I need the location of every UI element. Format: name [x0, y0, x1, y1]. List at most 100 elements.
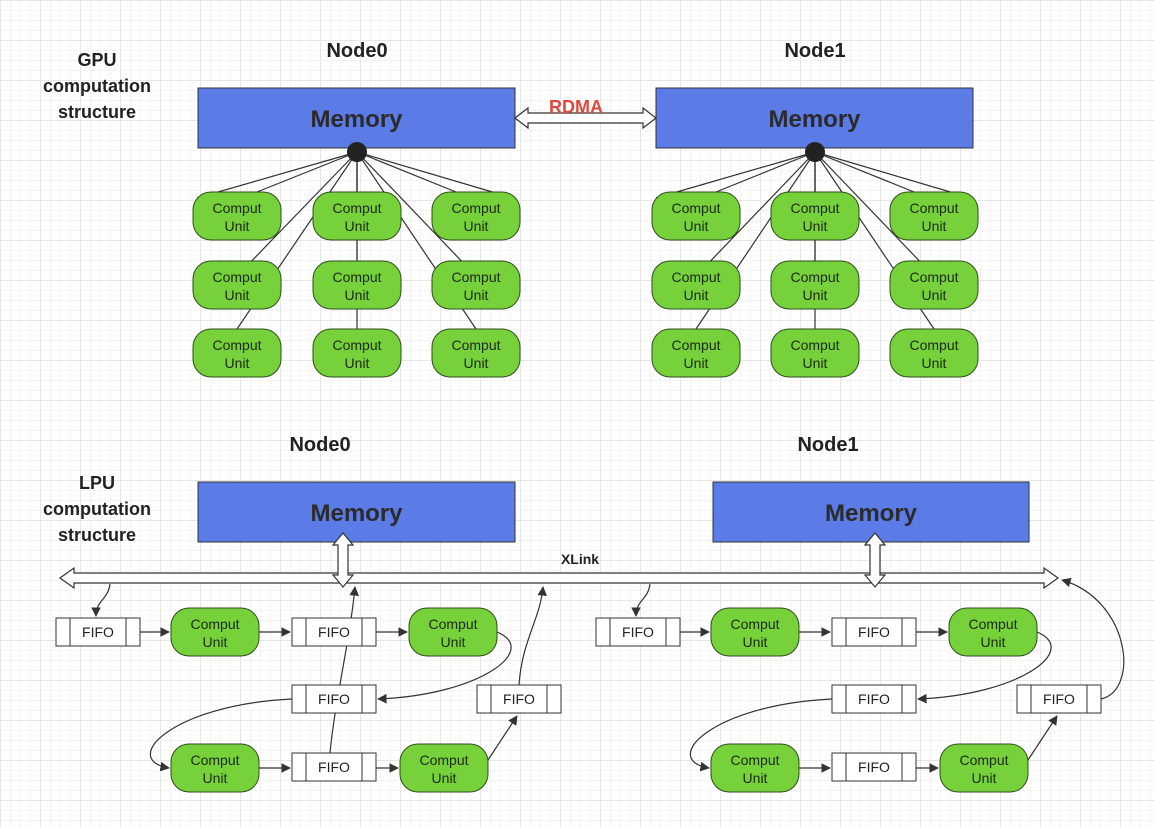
gpu-node1-compute-unit-9-label-line1: Comput: [909, 337, 958, 353]
lpu-node1-compute-unit-1: [710, 607, 800, 657]
gpu-node0-hub-dot: [347, 142, 367, 162]
text-layer: GPUcomputationstructureLPUcomputationstr…: [43, 40, 1075, 786]
gpu-node0-compute-unit-1-label-line2: Unit: [225, 218, 250, 234]
gpu-node1-compute-unit-6-label-line2: Unit: [922, 287, 947, 303]
gpu-node0-compute-unit-9: [431, 328, 521, 378]
gpu-node0-compute-unit-6-label-line1: Comput: [451, 269, 500, 285]
gpu-node1-hub-dot: [805, 142, 825, 162]
gpu-node1-compute-unit-1-label-line2: Unit: [684, 218, 709, 234]
lpu-node0-wire-fifo4-to-bus: [518, 586, 547, 686]
lpu-node0-wire-fifo3-to-cu3: [149, 698, 293, 772]
gpu-node1-compute-unit-3-label-line1: Comput: [909, 200, 958, 216]
gpu-node0-compute-unit-9-label-line1: Comput: [451, 337, 500, 353]
lpu-node1-wire-cu2-to-fifo3: [917, 631, 1052, 704]
gpu-node1-compute-unit-7: [651, 328, 741, 378]
lpu-section-label-2: structure: [58, 525, 136, 545]
lpu-node0-memory-label: Memory: [310, 500, 403, 527]
gpu-section-label-2: structure: [58, 102, 136, 122]
gpu-node1-compute-unit-7-label-line2: Unit: [684, 355, 709, 371]
gpu-node1-memory: [655, 87, 974, 149]
gpu-node0-compute-unit-7: [192, 328, 282, 378]
lpu-node1-fifo-1-label: FIFO: [622, 624, 654, 640]
gpu-node0-compute-unit-4: [192, 260, 282, 310]
lpu-node1-fifo-4-label: FIFO: [1043, 691, 1075, 707]
gpu-node1-compute-unit-2-label-line2: Unit: [803, 218, 828, 234]
lpu-node1-compute-unit-2-label-line1: Comput: [968, 616, 1017, 632]
xlink-bus-arrow: [58, 566, 1060, 590]
lpu-node1-wire-fifo4-to-bus: [1061, 577, 1125, 700]
gpu-node1-compute-unit-4: [651, 260, 741, 310]
gpu-node0-compute-unit-1: [192, 191, 282, 241]
gpu-node0-memory: [197, 87, 516, 149]
gpu-node0-compute-unit-8-label-line2: Unit: [345, 355, 370, 371]
gpu-node0-wire-r0c2: [356, 151, 457, 193]
lpu-node1-memory-label: Memory: [825, 500, 918, 527]
gpu-node0-wire-r1c2: [356, 151, 472, 272]
gpu-node1-wire-r1c0: [700, 151, 816, 272]
gpu-node0-compute-unit-2-label-line2: Unit: [345, 218, 370, 234]
rdma-link-arrow: [514, 106, 657, 130]
gpu-node0-compute-unit-8: [312, 328, 402, 378]
lpu-node0-fifo-5-label: FIFO: [318, 759, 350, 775]
gpu-node0-wire-r1c0: [241, 151, 358, 272]
gpu-node0-wire-right: [356, 151, 507, 197]
gpu-node1-compute-unit-5: [770, 260, 860, 310]
gpu-node0-compute-unit-7-label-line1: Comput: [212, 337, 261, 353]
gpu-node0-compute-unit-1-label-line1: Comput: [212, 200, 261, 216]
gpu-node1-memory-label: Memory: [768, 106, 861, 133]
gpu-node1-wire-r1c2: [814, 151, 930, 272]
lpu-node0-wire-cu2-to-fifo3: [377, 631, 512, 704]
lpu-node0-compute-unit-1-label-line2: Unit: [203, 634, 228, 650]
lpu-node0-memory: [197, 481, 516, 543]
gpu-section-label-0: GPU: [77, 50, 116, 70]
lpu-node0-memory-bus-connector: [331, 532, 355, 588]
gpu-node0-compute-unit-3-label-line2: Unit: [464, 218, 489, 234]
lpu-node0-compute-unit-2-label-line1: Comput: [428, 616, 477, 632]
lpu-node1-fifo-2-label: FIFO: [858, 624, 890, 640]
gpu-node1-compute-unit-7-label-line1: Comput: [671, 337, 720, 353]
gpu-node1-compute-unit-2-label-line1: Comput: [790, 200, 839, 216]
gpu-node0-wire-r0c0: [256, 151, 358, 193]
gpu-node1-title: Node1: [784, 40, 845, 62]
gpu-node1-compute-unit-4-label-line2: Unit: [684, 287, 709, 303]
lpu-node0-compute-unit-1-label-line1: Comput: [190, 616, 239, 632]
lpu-node1-compute-unit-2: [948, 607, 1038, 657]
gpu-node1-compute-unit-1: [651, 191, 741, 241]
lpu-node1-compute-unit-4-label-line1: Comput: [959, 752, 1008, 768]
lpu-node0-wire-cu4-to-fifo4: [487, 715, 518, 761]
gpu-node1-compute-unit-4-label-line1: Comput: [671, 269, 720, 285]
lpu-node1-memory: [712, 481, 1030, 543]
shape-layer: [55, 87, 1102, 793]
lpu-node1-wire-bus-to-fifo1: [631, 583, 651, 617]
gpu-node0-compute-unit-2-label-line1: Comput: [332, 200, 381, 216]
lpu-node1-compute-unit-4: [939, 743, 1029, 793]
gpu-node1-wire-right: [814, 151, 965, 197]
gpu-node0-compute-unit-2: [312, 191, 402, 241]
lpu-node0-compute-unit-1: [170, 607, 260, 657]
lpu-node1-compute-unit-1-label-line2: Unit: [743, 634, 768, 650]
gpu-node1-compute-unit-3-label-line2: Unit: [922, 218, 947, 234]
lpu-node1-title: Node1: [797, 434, 858, 456]
lpu-node0-compute-unit-4: [399, 743, 489, 793]
gpu-node0-memory-label: Memory: [310, 106, 403, 133]
gpu-node1-compute-unit-6-label-line1: Comput: [909, 269, 958, 285]
lpu-node0-wire-fifo5-to-bus: [329, 586, 359, 754]
gpu-node0-wire-left: [196, 151, 358, 199]
gpu-node0-compute-unit-3-label-line1: Comput: [451, 200, 500, 216]
gpu-node0-compute-unit-4-label-line2: Unit: [225, 287, 250, 303]
lpu-node0-fifo-1-label: FIFO: [82, 624, 114, 640]
lpu-node0-title: Node0: [289, 434, 350, 456]
lpu-node1-compute-unit-3-label-line1: Comput: [730, 752, 779, 768]
gpu-node1-compute-unit-6: [889, 260, 979, 310]
gpu-node0-compute-unit-7-label-line2: Unit: [225, 355, 250, 371]
lpu-node0-compute-unit-4-label-line1: Comput: [419, 752, 468, 768]
lpu-section-label-0: LPU: [79, 473, 115, 493]
gpu-node1-compute-unit-8: [770, 328, 860, 378]
gpu-node1-compute-unit-8-label-line1: Comput: [790, 337, 839, 353]
gpu-node1-compute-unit-2: [770, 191, 860, 241]
lpu-node1-compute-unit-1-label-line1: Comput: [730, 616, 779, 632]
lpu-node0-compute-unit-3-label-line1: Comput: [190, 752, 239, 768]
lpu-node0-fifo-2-label: FIFO: [318, 624, 350, 640]
lpu-section-label-1: computation: [43, 499, 151, 519]
